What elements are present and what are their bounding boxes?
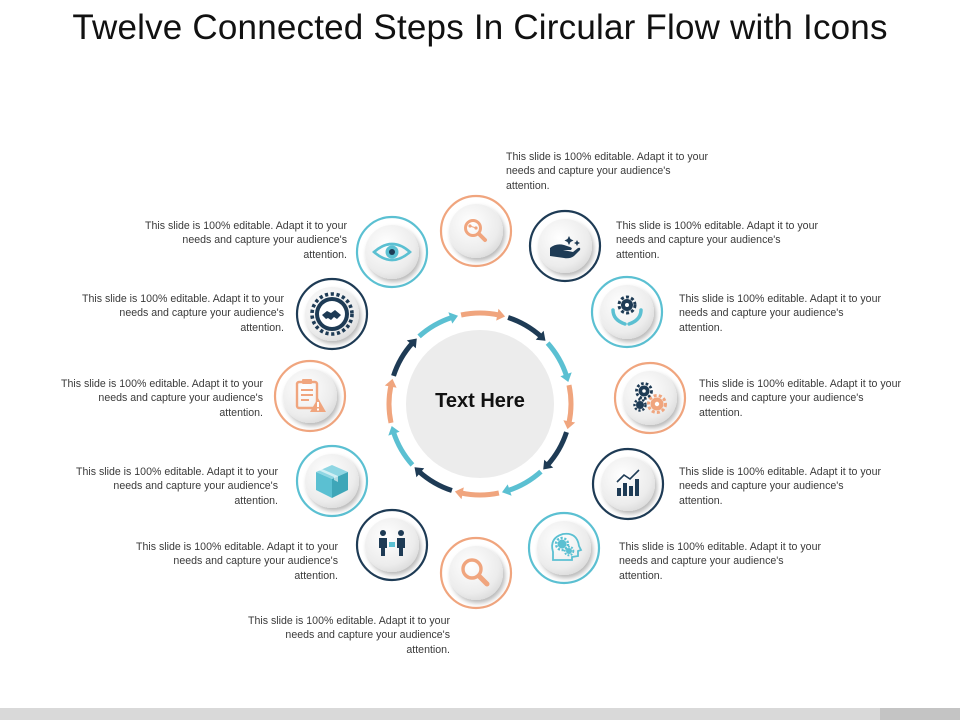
step-8-text: This slide is 100% editable. Adapt it to… [136, 541, 338, 582]
step-node-12 [355, 215, 429, 289]
footer-tab [880, 708, 960, 720]
magnifier-icon [461, 558, 490, 587]
step-node-2 [528, 209, 602, 283]
center-hub [406, 330, 554, 478]
step-node-4 [613, 361, 687, 435]
step-9-text: This slide is 100% editable. Adapt it to… [76, 466, 278, 507]
step-1-text: This slide is 100% editable. Adapt it to… [506, 151, 708, 192]
step-2-text: This slide is 100% editable. Adapt it to… [616, 220, 818, 261]
hands-gear-icon [611, 295, 643, 326]
flow-arrowhead-9 [388, 426, 400, 436]
flow-arrowhead-4 [563, 420, 576, 430]
people-exchange-icon [379, 530, 405, 556]
step-node-10 [273, 359, 347, 433]
flow-arrowhead-12 [448, 312, 458, 324]
handshake-gear-icon [310, 292, 354, 336]
step-3-text: This slide is 100% editable. Adapt it to… [679, 293, 881, 334]
head-gears-icon [551, 532, 583, 561]
footer-bar [0, 708, 960, 720]
flow-arc-2 [507, 315, 543, 339]
flow-arc-6 [507, 469, 543, 493]
step-node-6 [527, 511, 601, 585]
flow-arrowhead-8 [414, 467, 425, 478]
box-icon [316, 465, 348, 498]
slide-title: Twelve Connected Steps In Circular Flow … [72, 8, 888, 47]
flow-arc-5 [545, 431, 569, 467]
flow-arc-7 [460, 490, 500, 498]
flow-arrowhead-6 [502, 484, 512, 496]
gears-icon [633, 382, 667, 414]
step-12-text: This slide is 100% editable. Adapt it to… [145, 220, 347, 261]
step-node-3 [590, 275, 664, 349]
hand-sparkle-icon [550, 236, 581, 259]
flow-arc-3 [545, 341, 569, 377]
step-7-text: This slide is 100% editable. Adapt it to… [248, 615, 450, 656]
step-node-11 [295, 277, 369, 351]
flow-arrowhead-7 [454, 487, 464, 500]
flow-arc-9 [391, 431, 415, 467]
flow-arrowhead-5 [543, 459, 554, 470]
flow-arc-1 [460, 310, 500, 318]
clipboard-warning-icon [295, 379, 326, 412]
flow-arc-ring [384, 308, 576, 500]
center-text: Text Here [435, 390, 525, 412]
flow-arrowhead-3 [560, 372, 572, 382]
flow-arrowhead-10 [384, 378, 397, 388]
flow-arc-12 [417, 315, 453, 339]
eye-icon [372, 242, 412, 262]
step-4-text: This slide is 100% editable. Adapt it to… [699, 378, 901, 419]
flow-arc-8 [417, 469, 453, 493]
step-5-text: This slide is 100% editable. Adapt it to… [679, 466, 881, 507]
flow-arc-10 [386, 384, 394, 424]
step-node-8 [355, 508, 429, 582]
flow-arc-11 [391, 341, 415, 377]
magnifier-molecule-icon [464, 219, 487, 242]
bar-chart-icon [616, 469, 640, 496]
step-node-9 [295, 444, 369, 518]
flow-arrowhead-11 [406, 338, 417, 349]
flow-arrowhead-1 [496, 308, 506, 321]
step-6-text: This slide is 100% editable. Adapt it to… [619, 541, 821, 582]
flow-arrowhead-2 [535, 330, 546, 341]
flow-arc-4 [566, 384, 574, 424]
step-node-5 [591, 447, 665, 521]
step-10-text: This slide is 100% editable. Adapt it to… [61, 378, 263, 419]
step-node-1 [439, 194, 513, 268]
step-node-7 [439, 536, 513, 610]
step-11-text: This slide is 100% editable. Adapt it to… [82, 293, 284, 334]
